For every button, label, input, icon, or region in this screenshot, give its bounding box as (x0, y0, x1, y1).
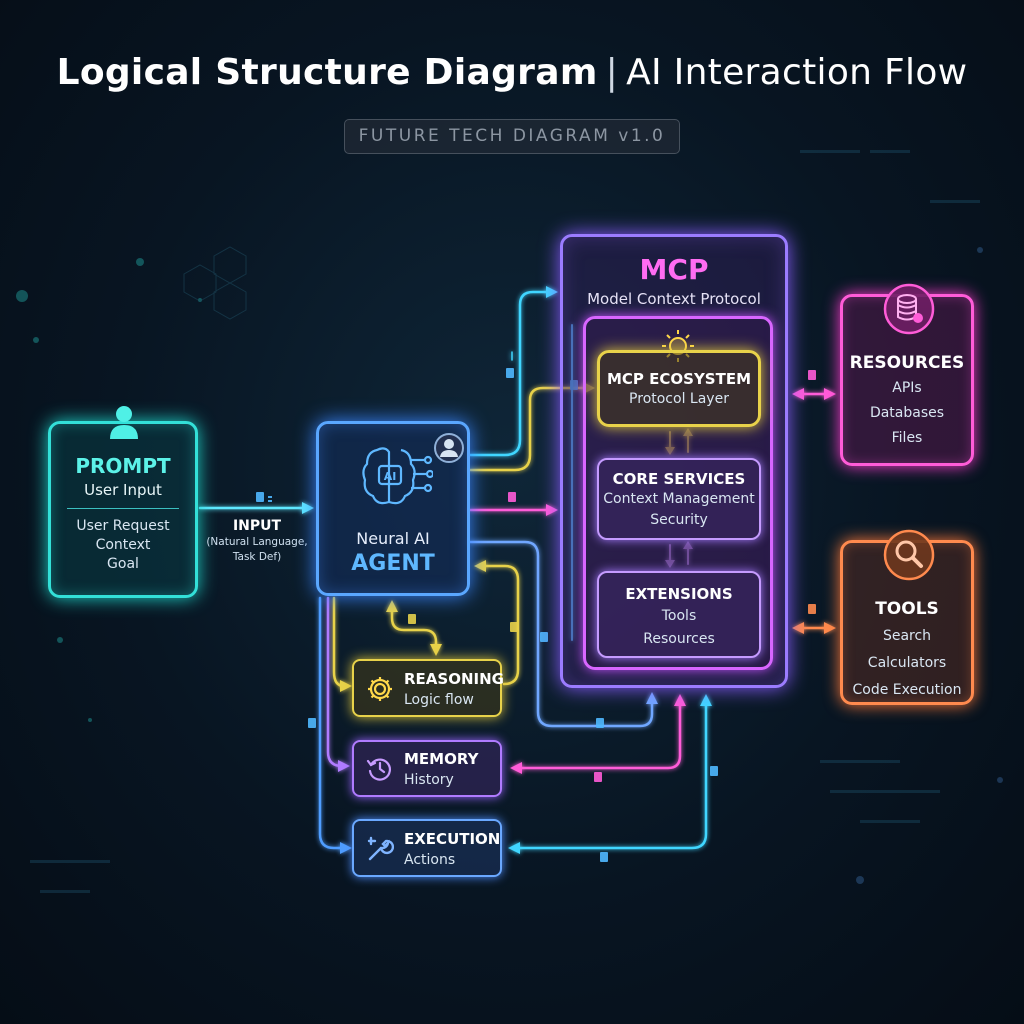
resources-line: APIs (892, 380, 922, 396)
user-circle-icon (434, 433, 464, 463)
tools-node[interactable]: TOOLS Search Calculators Code Execution (840, 529, 974, 705)
chip-label: AI (384, 470, 397, 483)
mcp-ecosystem-node[interactable]: MCP ECOSYSTEM Protocol Layer (597, 350, 761, 427)
tools-title: TOOLS (875, 599, 939, 619)
connector-agent-ecosystem (468, 386, 589, 472)
memory-title: MEMORY (404, 750, 479, 768)
resources-node[interactable]: RESOURCES APIs Databases Files (840, 283, 974, 466)
connector-agent-reasoning-mid (390, 608, 438, 652)
version-badge: FUTURE TECH DIAGRAM v1.0 (344, 119, 680, 154)
user-icon (110, 406, 138, 439)
divider (67, 508, 179, 509)
tools-line: Calculators (867, 655, 947, 671)
mcp-subtitle: Model Context Protocol (587, 290, 761, 308)
brain-chip-icon: AI (362, 447, 433, 505)
prompt-line: Goal (107, 556, 139, 572)
core-line: Security (650, 512, 708, 528)
extensions-node[interactable]: EXTENSIONS Tools Resources (597, 571, 761, 658)
connector-mcp-memory (518, 698, 682, 770)
agent-line1: Neural AI (356, 529, 430, 548)
connector-agent-mcp-top (468, 290, 552, 457)
reasoning-text: Logic flow (404, 692, 474, 708)
mcp-title: MCP (639, 253, 709, 286)
memory-node[interactable]: MEMORY History (352, 740, 502, 797)
reasoning-title: REASONING (404, 670, 504, 688)
magnifier-icon (883, 529, 935, 581)
core-line: Context Management (603, 491, 755, 507)
resources-line: Files (891, 430, 923, 446)
ecosystem-title: MCP ECOSYSTEM (606, 370, 752, 388)
prompt-line: Context (95, 537, 151, 553)
resources-line: Databases (869, 405, 945, 421)
connector-mcp-execution (516, 698, 708, 850)
history-clock-icon (366, 758, 391, 781)
prompt-subtitle: User Input (84, 481, 162, 499)
input-label: INPUT (Natural Language, Task Def) (205, 518, 309, 564)
title-sub: AI Interaction Flow (626, 52, 968, 93)
extensions-title: EXTENSIONS (625, 585, 733, 603)
tools-line: Search (882, 628, 932, 644)
page-title: Logical Structure Diagram|AI Interaction… (0, 52, 1024, 93)
title-separator: | (605, 52, 619, 93)
document-icon (256, 368, 816, 862)
prompt-title: PROMPT (75, 454, 171, 478)
agent-title: AGENT (351, 551, 435, 576)
execution-node[interactable]: EXECUTION Actions (352, 819, 502, 877)
execution-text: Actions (404, 852, 456, 868)
connector-agent-mcp-bottom (468, 540, 654, 728)
input-label-detail: (Natural Language, (206, 536, 308, 548)
core-title: CORE SERVICES (612, 470, 746, 488)
connector-reasoning-loop (480, 564, 520, 686)
connector-agent-execution (318, 596, 346, 850)
memory-text: History (404, 772, 454, 788)
input-label-title: INPUT (232, 518, 282, 534)
wrench-icon (367, 836, 394, 861)
ecosystem-text: Protocol Layer (629, 391, 729, 407)
extensions-line: Resources (643, 631, 715, 647)
title-main: Logical Structure Diagram (56, 52, 598, 93)
resources-title: RESOURCES (849, 353, 965, 373)
database-gear-icon (883, 283, 935, 335)
gear-icon (368, 677, 392, 701)
execution-title: EXECUTION (404, 830, 501, 848)
input-label-detail: Task Def) (232, 551, 282, 563)
prompt-line: User Request (76, 518, 170, 534)
reasoning-node[interactable]: REASONING Logic flow (352, 659, 504, 717)
tools-line: Code Execution (852, 682, 962, 698)
connector-agent-reasoning-left (332, 596, 346, 688)
prompt-node[interactable]: PROMPT User Input User Request Context G… (48, 421, 198, 598)
agent-node[interactable]: AI Neural AI AGENT (316, 421, 470, 596)
extensions-line: Tools (661, 608, 697, 624)
core-services-node[interactable]: CORE SERVICES Context Management Securit… (597, 458, 761, 540)
